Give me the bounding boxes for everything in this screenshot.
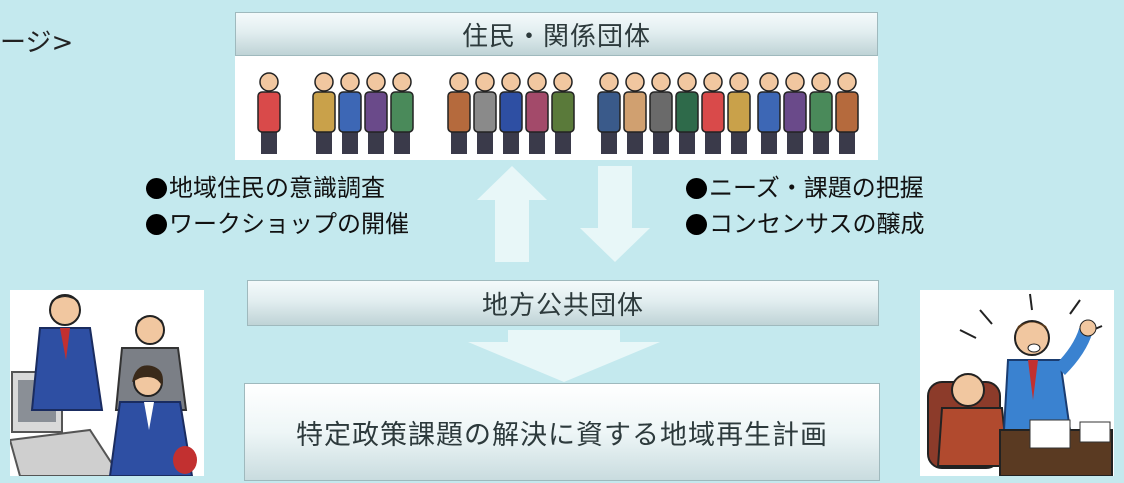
person-legs-icon — [705, 132, 721, 154]
up-arrow-icon — [477, 166, 547, 262]
person-head-icon — [729, 72, 749, 92]
local-government-label: 地方公共団体 — [481, 290, 644, 321]
person-body-icon — [499, 91, 523, 133]
person-head-icon — [785, 72, 805, 92]
person-body-icon — [525, 91, 549, 133]
person-legs-icon — [394, 132, 410, 154]
person-head-icon — [314, 72, 334, 92]
person-legs-icon — [451, 132, 467, 154]
bullet-icon — [146, 177, 167, 199]
person-legs-icon — [839, 132, 855, 154]
office-workers-icon — [8, 294, 197, 477]
bullet-icon — [686, 177, 707, 199]
page-title-fragment: ージ> — [0, 28, 74, 58]
person-body-icon — [623, 91, 647, 133]
person-legs-icon — [529, 132, 545, 154]
local-government-bar: 地方公共団体 — [247, 280, 879, 326]
list-item: ニーズ・課題の把握 — [686, 170, 925, 206]
person-legs-icon — [813, 132, 829, 154]
office-workers-illustration — [8, 290, 204, 477]
person-head-icon — [449, 72, 469, 92]
person-legs-icon — [261, 132, 277, 154]
residents-bar-label: 住民・関係団体 — [461, 21, 651, 52]
person-body-icon — [597, 91, 621, 133]
person-legs-icon — [731, 132, 747, 154]
people-group-icon — [257, 72, 859, 154]
person-legs-icon — [477, 132, 493, 154]
person-head-icon — [527, 72, 547, 92]
person-body-icon — [727, 91, 751, 133]
person-legs-icon — [679, 132, 695, 154]
person-legs-icon — [316, 132, 332, 154]
person-head-icon — [599, 72, 619, 92]
person-body-icon — [809, 91, 833, 133]
person-body-icon — [447, 91, 471, 133]
person-head-icon — [651, 72, 671, 92]
person-body-icon — [390, 91, 414, 133]
left-bullet-list: 地域住民の意識調査 ワークショップの開催 — [146, 170, 409, 242]
person-body-icon — [257, 91, 281, 133]
person-legs-icon — [653, 132, 669, 154]
person-body-icon — [338, 91, 362, 133]
wide-down-arrow-icon — [468, 330, 660, 382]
person-head-icon — [259, 72, 279, 92]
person-body-icon — [835, 91, 859, 133]
person-head-icon — [703, 72, 723, 92]
person-head-icon — [677, 72, 697, 92]
person-body-icon — [364, 91, 388, 133]
person-legs-icon — [555, 132, 571, 154]
meeting-illustration — [920, 290, 1114, 477]
person-body-icon — [701, 91, 725, 133]
person-legs-icon — [787, 132, 803, 154]
person-body-icon — [312, 91, 336, 133]
person-head-icon — [366, 72, 386, 92]
person-legs-icon — [503, 132, 519, 154]
person-head-icon — [811, 72, 831, 92]
list-item: ワークショップの開催 — [146, 206, 409, 242]
person-head-icon — [625, 72, 645, 92]
person-head-icon — [837, 72, 857, 92]
person-body-icon — [783, 91, 807, 133]
person-body-icon — [649, 91, 673, 133]
person-body-icon — [757, 91, 781, 133]
regional-plan-label: 特定政策課題の解決に資する地域再生計画 — [296, 419, 828, 451]
person-head-icon — [759, 72, 779, 92]
person-head-icon — [553, 72, 573, 92]
person-head-icon — [501, 72, 521, 92]
person-body-icon — [675, 91, 699, 133]
regional-plan-box: 特定政策課題の解決に資する地域再生計画 — [244, 383, 880, 481]
person-legs-icon — [342, 132, 358, 154]
residents-bar: 住民・関係団体 — [235, 12, 878, 56]
bullet-icon — [146, 213, 167, 235]
down-arrow-icon — [580, 166, 650, 262]
list-item: 地域住民の意識調査 — [146, 170, 409, 206]
person-legs-icon — [601, 132, 617, 154]
person-head-icon — [392, 72, 412, 92]
person-head-icon — [340, 72, 360, 92]
person-legs-icon — [761, 132, 777, 154]
person-body-icon — [473, 91, 497, 133]
bullet-icon — [686, 213, 707, 235]
person-legs-icon — [368, 132, 384, 154]
right-bullet-list: ニーズ・課題の把握 コンセンサスの醸成 — [686, 170, 925, 242]
person-body-icon — [551, 91, 575, 133]
residents-illustration — [235, 56, 878, 160]
list-item: コンセンサスの醸成 — [686, 206, 925, 242]
person-legs-icon — [627, 132, 643, 154]
meeting-icon — [927, 293, 1113, 477]
person-head-icon — [475, 72, 495, 92]
